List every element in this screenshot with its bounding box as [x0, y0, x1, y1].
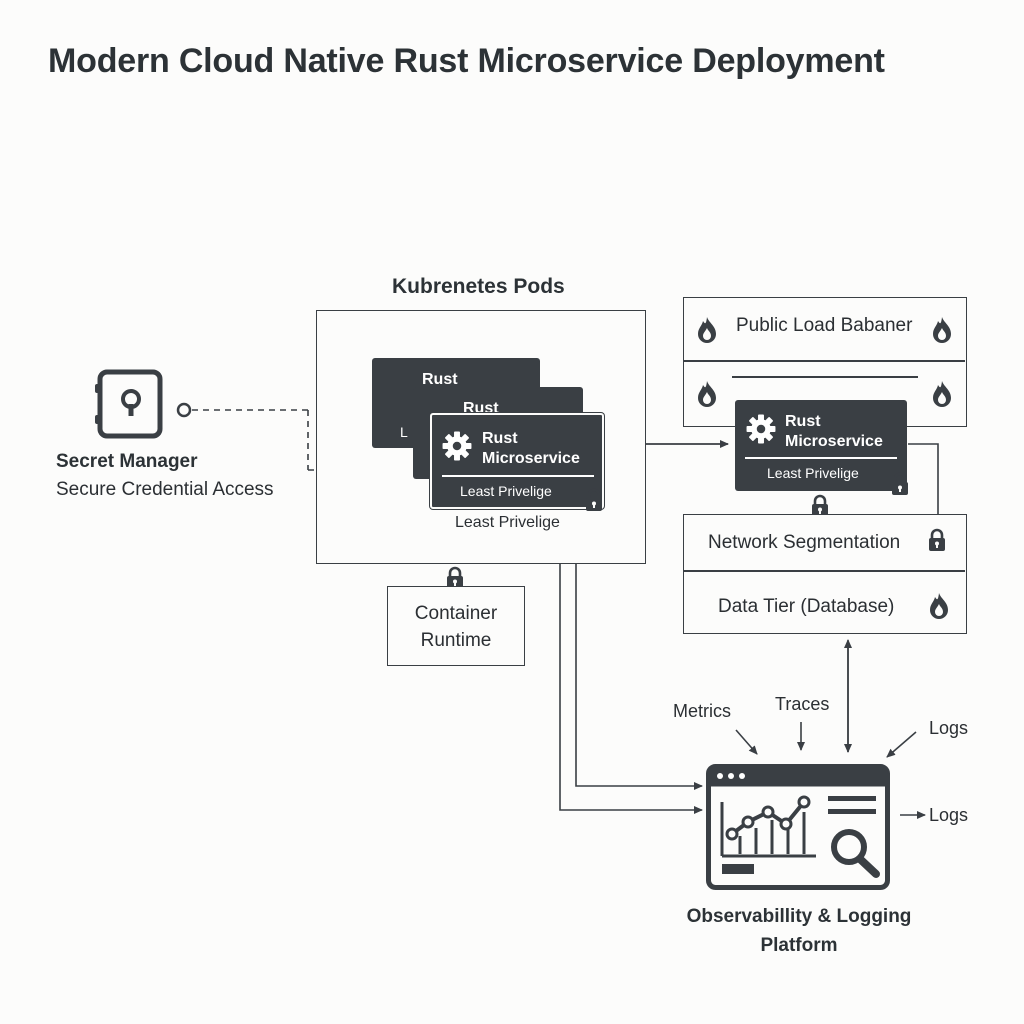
- metrics-label: Metrics: [673, 701, 731, 721]
- service-card-title-1: Rust: [785, 413, 821, 430]
- gear-icon: [442, 431, 472, 461]
- observability-title-2: Platform: [760, 935, 838, 956]
- data-tier-label: Data Tier (Database): [718, 596, 895, 617]
- pod-card-front-title-1: Rust: [482, 430, 518, 447]
- pods-to-observability-connector: [559, 564, 703, 814]
- pod-card-front-subtitle: Least Privelige: [460, 483, 552, 499]
- container-runtime-line2: Runtime: [420, 630, 492, 651]
- container-runtime-box: Container Runtime: [387, 586, 525, 666]
- secret-manager-title: Secret Manager: [56, 451, 198, 472]
- firewall-flame-icon: [698, 317, 716, 343]
- monitoring-dashboard-icon: [706, 764, 890, 890]
- traces-label: Traces: [775, 694, 830, 714]
- pod-card-front-title-2: Microservice: [482, 450, 580, 467]
- network-data-box: Network Segmentation Data Tier (Database…: [683, 514, 967, 634]
- load-balancer-label: Public Load Babaner: [736, 315, 913, 336]
- pod-card-middle-title: Rust: [463, 400, 499, 417]
- firewall-flame-icon: [933, 381, 951, 407]
- service-card-title-2: Microservice: [785, 433, 883, 450]
- lock-icon: [892, 472, 908, 495]
- pod-card-back-sub: L: [400, 424, 408, 440]
- metrics-arrow: [735, 729, 758, 755]
- network-data-divider: [684, 570, 965, 572]
- secret-manager-subtitle: Secure Credential Access: [56, 479, 274, 500]
- kubernetes-pods-label: Kubrenetes Pods: [392, 275, 565, 298]
- lock-icon: [929, 528, 945, 551]
- safe-keyhole-icon: [95, 369, 163, 439]
- observability-title-1: Observabillity & Logging: [686, 906, 912, 927]
- network-segmentation-label: Network Segmentation: [708, 532, 901, 553]
- lock-icon: [812, 494, 828, 517]
- page-title: Modern Cloud Native Rust Microservice De…: [48, 42, 885, 80]
- load-balancer-divider: [684, 360, 965, 362]
- pod-card-front: Rust Microservice Least Privelige: [430, 413, 604, 509]
- lock-icon: [586, 488, 602, 511]
- firewall-flame-icon: [930, 593, 948, 619]
- container-runtime-line1: Container: [414, 603, 498, 624]
- firewall-flame-icon: [698, 381, 716, 407]
- lock-icon: [447, 566, 463, 589]
- load-balancer-inner-rule: [732, 376, 918, 378]
- service-card: Rust Microservice Least Privelige: [735, 400, 907, 491]
- service-card-divider: [745, 457, 897, 459]
- gear-icon: [746, 414, 776, 444]
- logs-top-arrow: [886, 731, 917, 758]
- pod-card-front-divider: [442, 475, 594, 477]
- logs-right-label: Logs: [929, 805, 969, 825]
- service-to-network-connector: [908, 443, 939, 522]
- pods-box-caption: Least Privelige: [455, 514, 560, 531]
- service-card-subtitle: Least Privelige: [767, 465, 859, 481]
- pod-card-back-title: Rust: [422, 371, 458, 388]
- logs-top-label: Logs: [929, 718, 969, 738]
- firewall-flame-icon: [933, 317, 951, 343]
